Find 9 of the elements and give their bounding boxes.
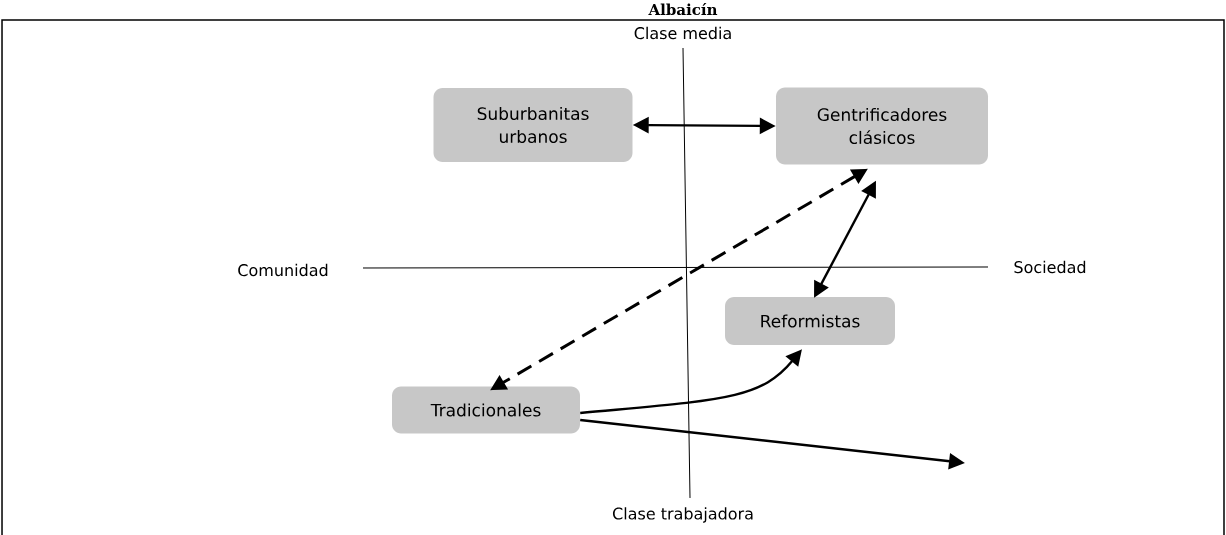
axis-label: Sociedad: [1014, 260, 1086, 274]
group-box: Reformistas: [725, 297, 895, 345]
group-box: Tradicionales: [392, 386, 580, 434]
axis-label: Comunidad: [238, 263, 328, 277]
title: Albaicín: [648, 2, 718, 16]
axis-label: Clase trabajadora: [612, 507, 753, 523]
axis-label: Clase media: [634, 26, 731, 40]
group-box: Suburbanitas urbanos: [433, 88, 633, 162]
group-box: Gentrificadores clásicos: [776, 87, 988, 165]
